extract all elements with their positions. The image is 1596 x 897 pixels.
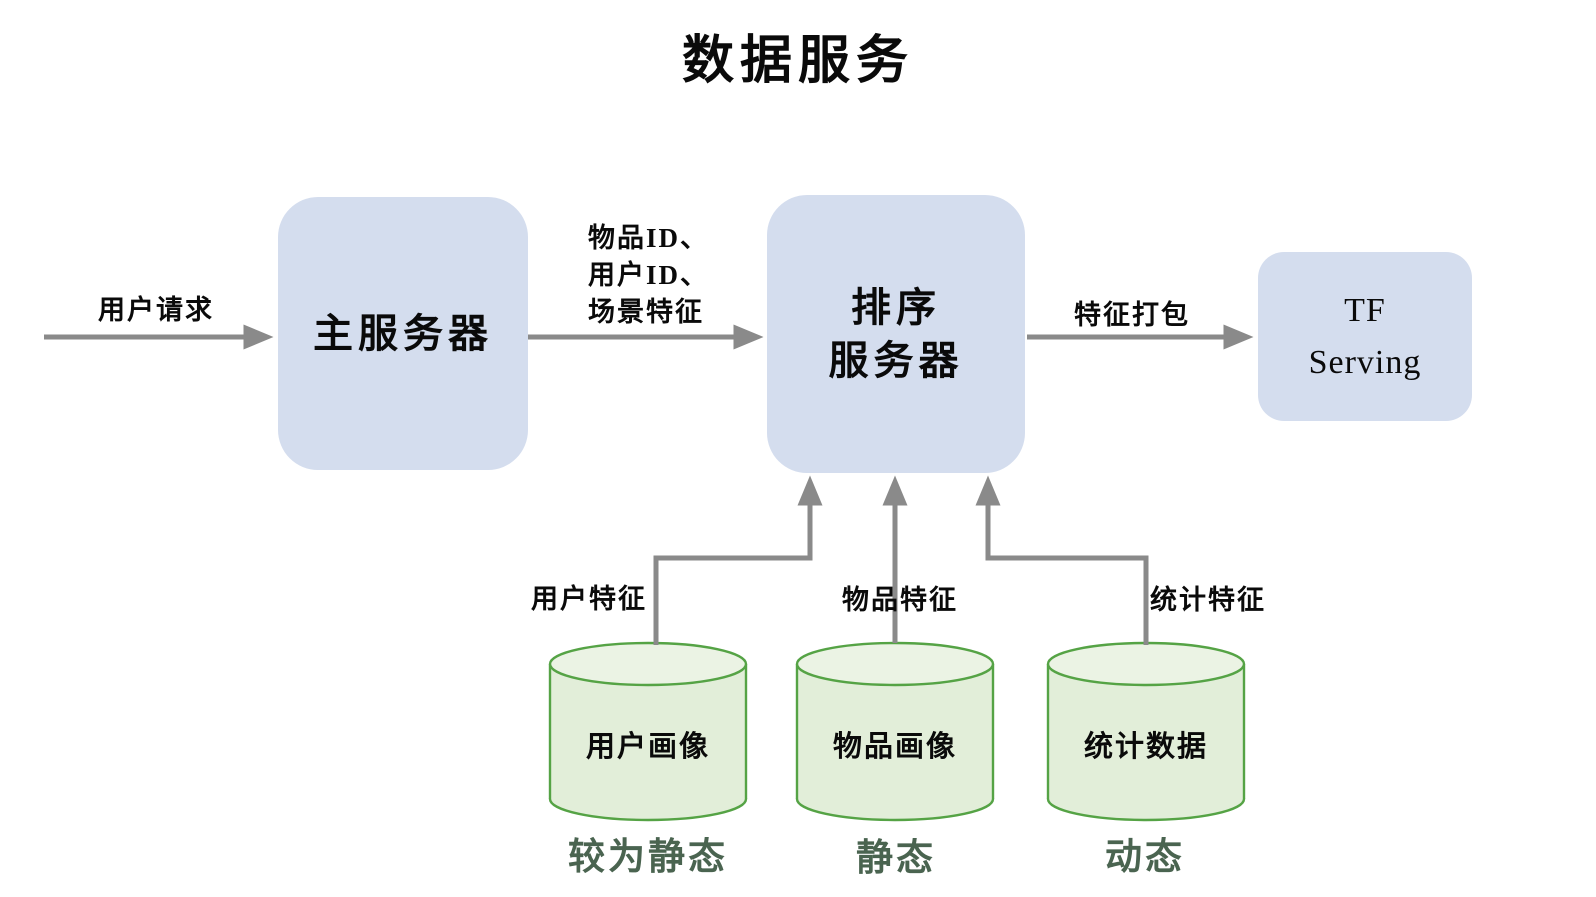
diagram-title: 数据服务 [681,33,914,90]
edge-label-user-features: 用户特征 [531,584,647,614]
node-tf-serving: TF Serving [1258,252,1472,421]
datastore-label-item-profile: 物品画像 [832,731,957,763]
arrow-stat-data-to-rank [975,475,1149,645]
datastore-caption-user-profile: 较为静态 [568,837,728,878]
datastore-cylinder-user-profile [548,641,748,822]
arrow-user-profile-to-rank [653,475,823,645]
node-rank-server: 排序 服务器 [767,195,1025,473]
edge-label-stat-features: 统计特征 [1150,585,1266,615]
edge-label-ids-line2: 用户ID、 [588,260,710,290]
datastore-caption-stat-data: 动态 [1105,837,1185,878]
tf-serving-label-line1: TF [1344,291,1386,329]
datastore-label-user-profile: 用户画像 [585,731,710,763]
tf-serving-label-line2: Serving [1308,343,1422,381]
rank-server-label-line2: 服务器 [828,338,964,383]
datastore-label-stat-data: 统计数据 [1083,731,1208,763]
edge-label-user-request: 用户请求 [98,295,214,325]
edge-label-item-features: 物品特征 [842,585,958,615]
rank-server-label-line1: 排序 [851,285,941,330]
edge-label-feature-pack: 特征打包 [1074,300,1190,330]
node-main-server: 主服务器 [278,197,528,470]
datastore-cylinder-stat-data [1046,641,1246,822]
datastore-caption-item-profile: 静态 [856,838,936,879]
edge-label-ids-line1: 物品ID、 [588,223,710,253]
edge-label-ids-features: 物品ID、 用户ID、 场景特征 [588,220,709,331]
main-server-label: 主服务器 [313,310,493,356]
datastore-cylinder-item-profile [795,641,995,822]
edge-label-ids-line3: 场景特征 [588,297,704,327]
